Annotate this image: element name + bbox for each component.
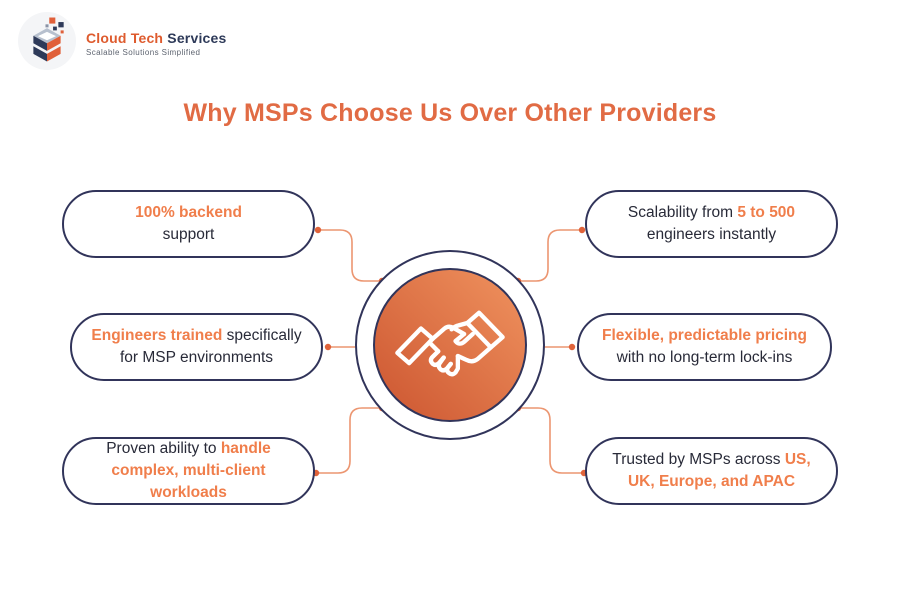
benefit-text: Scalability from 5 to 500 engineers inst… bbox=[628, 202, 795, 246]
brand-name-primary: Cloud Tech bbox=[86, 29, 164, 46]
highlighted-text: US, UK, Europe, and APAC bbox=[627, 451, 811, 490]
connector-bottom-right bbox=[514, 404, 588, 477]
benefit-bubble-engineers-trained: Engineers trained specifically for MSP e… bbox=[70, 313, 323, 381]
plain-text: Trusted by MSPs across bbox=[612, 451, 785, 468]
benefit-text: 100% backend support bbox=[135, 202, 242, 246]
benefit-bubble-trusted-regions: Trusted by MSPs across US, UK, Europe, a… bbox=[585, 437, 838, 505]
plain-text: specifically for MSP environments bbox=[119, 327, 302, 366]
benefit-text: Engineers trained specifically for MSP e… bbox=[91, 325, 301, 369]
isometric-cube-logo-icon bbox=[33, 17, 64, 62]
logo-text: Cloud Tech Services Scalable Solutions S… bbox=[86, 26, 227, 57]
benefit-text: Proven ability to handle complex, multi-… bbox=[78, 438, 299, 504]
benefit-bubble-backend-support: 100% backend support bbox=[62, 190, 315, 258]
center-circle bbox=[355, 250, 545, 440]
connector-bottom-left bbox=[312, 404, 386, 477]
brand-tagline: Scalable Solutions Simplified bbox=[86, 47, 201, 57]
center-circle-inner bbox=[373, 268, 527, 422]
benefit-bubble-flexible-pricing: Flexible, predictable pricing with no lo… bbox=[577, 313, 832, 381]
benefit-text: Flexible, predictable pricing with no lo… bbox=[602, 325, 807, 369]
brand-name-secondary: Services bbox=[167, 29, 227, 46]
connector-top-right bbox=[514, 226, 586, 285]
highlighted-text: Engineers trained bbox=[91, 327, 223, 344]
highlighted-text: 100% backend bbox=[135, 204, 242, 221]
brand-name: Cloud Tech Services bbox=[86, 30, 227, 46]
highlighted-text: Flexible, predictable pricing bbox=[602, 327, 807, 344]
highlighted-text: 5 to 500 bbox=[737, 204, 796, 221]
logo-badge bbox=[18, 12, 76, 70]
connector-dot bbox=[314, 226, 322, 234]
benefit-bubble-complex-workloads: Proven ability to handle complex, multi-… bbox=[62, 437, 315, 505]
benefit-text: Trusted by MSPs across US, UK, Europe, a… bbox=[612, 449, 810, 493]
connector-dot bbox=[324, 343, 332, 351]
page-title: Why MSPs Choose Us Over Other Providers bbox=[183, 99, 717, 127]
plain-text: support bbox=[162, 226, 215, 243]
company-logo: Cloud Tech Services Scalable Solutions S… bbox=[18, 12, 227, 70]
connector-top-left bbox=[314, 226, 386, 285]
highlighted-text: handle complex, multi-client workloads bbox=[111, 440, 271, 501]
benefit-bubble-scalability: Scalability from 5 to 500 engineers inst… bbox=[585, 190, 838, 258]
plain-text: engineers instantly bbox=[646, 226, 777, 243]
connector-dot bbox=[568, 343, 576, 351]
plain-text: Scalability from bbox=[627, 204, 738, 221]
handshake-icon bbox=[395, 310, 505, 377]
plain-text: Proven ability to bbox=[106, 440, 221, 457]
plain-text: with no long-term lock-ins bbox=[616, 349, 793, 366]
